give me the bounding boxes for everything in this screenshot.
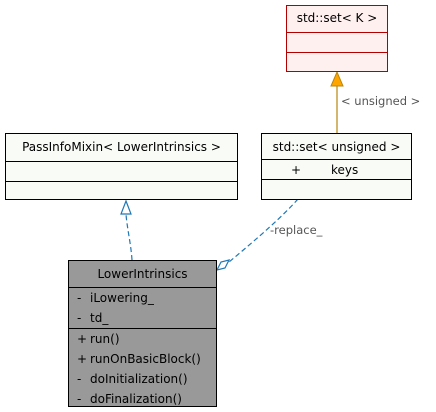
visibility-marker: + [77, 352, 88, 366]
template-edge-arrow [330, 70, 344, 87]
replace-edge-label: -replace_ [270, 223, 323, 237]
operations-section [6, 181, 237, 201]
class-title: LowerIntrinsics [97, 267, 188, 281]
visibility-marker: + [77, 332, 88, 346]
attributes-section: + keys [262, 159, 411, 179]
class-passinfomixin[interactable]: PassInfoMixin< LowerIntrinsics > [5, 133, 238, 200]
class-title: std::set< unsigned > [272, 140, 401, 154]
visibility-marker: - [77, 291, 82, 305]
operations-section: +run() +runOnBasicBlock() -doInitializat… [69, 328, 216, 409]
member-name: keys [331, 163, 359, 177]
operations-section [287, 52, 387, 71]
class-set-unsigned[interactable]: std::set< unsigned > + keys [261, 133, 412, 200]
operations-section [262, 179, 411, 201]
attributes-section [287, 32, 387, 52]
inheritance-edge-line [125, 213, 133, 261]
attributes-section: -iLowering_ -td_ [69, 287, 216, 328]
usage-edge-line [228, 198, 299, 263]
operation-row: +run() [69, 329, 216, 349]
operation-row: +runOnBasicBlock() [69, 349, 216, 369]
attribute-name: td_ [90, 311, 109, 325]
attribute-row: -iLowering_ [69, 288, 216, 308]
class-set-k[interactable]: std::set< K > [286, 5, 388, 72]
visibility-marker: + [291, 163, 302, 177]
class-title: PassInfoMixin< LowerIntrinsics > [22, 140, 221, 154]
inheritance-edge-arrow [120, 199, 132, 215]
member-row: + keys [262, 160, 411, 180]
template-edge-label: < unsigned > [341, 94, 421, 108]
attribute-row: -td_ [69, 308, 216, 328]
attribute-name: iLowering_ [90, 291, 154, 305]
visibility-marker: - [77, 392, 82, 406]
operation-name: doInitialization() [90, 372, 188, 386]
operation-name: runOnBasicBlock() [90, 352, 201, 366]
visibility-marker: - [77, 372, 82, 386]
class-lowerintrinsics[interactable]: LowerIntrinsics -iLowering_ -td_ +run() … [68, 260, 217, 407]
operation-row: -doFinalization() [69, 389, 216, 409]
operation-name: doFinalization() [90, 392, 182, 406]
attributes-section [6, 161, 237, 181]
visibility-marker: - [77, 311, 82, 325]
operation-name: run() [90, 332, 120, 346]
operation-row: -doInitialization() [69, 369, 216, 389]
class-title: std::set< K > [296, 11, 378, 25]
usage-edge-diamond [215, 259, 231, 271]
